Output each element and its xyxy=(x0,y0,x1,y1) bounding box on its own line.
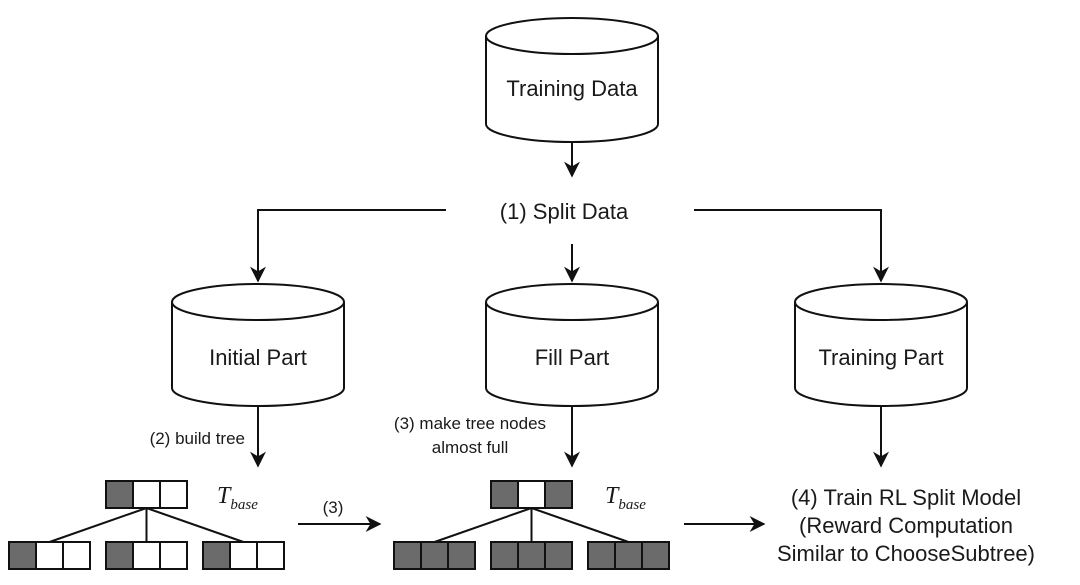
arrow-split-to-training-part xyxy=(694,209,889,283)
filled-entry-cell xyxy=(587,541,616,570)
filled-entry-cell xyxy=(614,541,643,570)
filled-entry-cell xyxy=(105,480,134,509)
tree-root-node xyxy=(490,480,573,509)
tree-leaf-node xyxy=(105,541,188,570)
filled-entry-cell xyxy=(8,541,37,570)
tree-label-initial: Tbase xyxy=(217,483,258,513)
tree-leaf-node xyxy=(587,541,670,570)
tree-symbol: T xyxy=(217,483,232,509)
train-model-line3: Similar to ChooseSubtree) xyxy=(777,541,1035,566)
tree-root-node xyxy=(105,480,188,509)
initial-part-label: Initial Part xyxy=(209,345,307,370)
empty-entry-cell xyxy=(132,480,161,509)
filled-entry-cell xyxy=(517,541,546,570)
tree-edge xyxy=(146,507,244,543)
tree-edge xyxy=(531,507,629,543)
filled-entry-cell xyxy=(490,541,519,570)
filled-entry-cell xyxy=(105,541,134,570)
empty-entry-cell xyxy=(159,480,188,509)
filled-entry-cell xyxy=(544,480,573,509)
build-tree-label: (2) build tree xyxy=(150,429,245,448)
filled-entry-cell xyxy=(393,541,422,570)
train-model-line1: (4) Train RL Split Model xyxy=(791,485,1021,510)
empty-entry-cell xyxy=(132,541,161,570)
fill-nodes-label-line1: (3) make tree nodes xyxy=(394,414,546,433)
filled-entry-cell xyxy=(420,541,449,570)
tree-subscript: base xyxy=(618,497,646,513)
training-part-cylinder xyxy=(794,283,968,407)
tree-edge xyxy=(434,507,532,543)
arrow-split-to-initial xyxy=(250,209,446,283)
tree-subscript: base xyxy=(230,497,258,513)
fill-part-cylinder xyxy=(485,283,659,407)
filled-entry-cell xyxy=(544,541,573,570)
transfer-label: (3) xyxy=(323,498,344,517)
split-data-label: (1) Split Data xyxy=(500,199,629,224)
tree-symbol: T xyxy=(605,483,620,509)
train-model-line2: (Reward Computation xyxy=(799,513,1013,538)
empty-entry-cell xyxy=(159,541,188,570)
empty-entry-cell xyxy=(517,480,546,509)
tree-leaf-node xyxy=(393,541,476,570)
tree-leaf-node xyxy=(202,541,285,570)
training-part-label: Training Part xyxy=(818,345,943,370)
filled-tree xyxy=(393,480,670,570)
initial-tree xyxy=(8,480,285,570)
empty-entry-cell xyxy=(62,541,91,570)
tree-label-filled: Tbase xyxy=(605,483,646,513)
filled-entry-cell xyxy=(490,480,519,509)
fill-nodes-label-line2: almost full xyxy=(432,438,509,457)
empty-entry-cell xyxy=(229,541,258,570)
filled-entry-cell xyxy=(641,541,670,570)
initial-part-cylinder xyxy=(171,283,345,407)
filled-entry-cell xyxy=(447,541,476,570)
fill-part-label: Fill Part xyxy=(535,345,610,370)
training-data-cylinder xyxy=(485,17,659,143)
empty-entry-cell xyxy=(256,541,285,570)
tree-leaf-node xyxy=(490,541,573,570)
tree-leaf-node xyxy=(8,541,91,570)
tree-edge xyxy=(49,507,147,543)
empty-entry-cell xyxy=(35,541,64,570)
training-data-label: Training Data xyxy=(506,76,638,101)
filled-entry-cell xyxy=(202,541,231,570)
